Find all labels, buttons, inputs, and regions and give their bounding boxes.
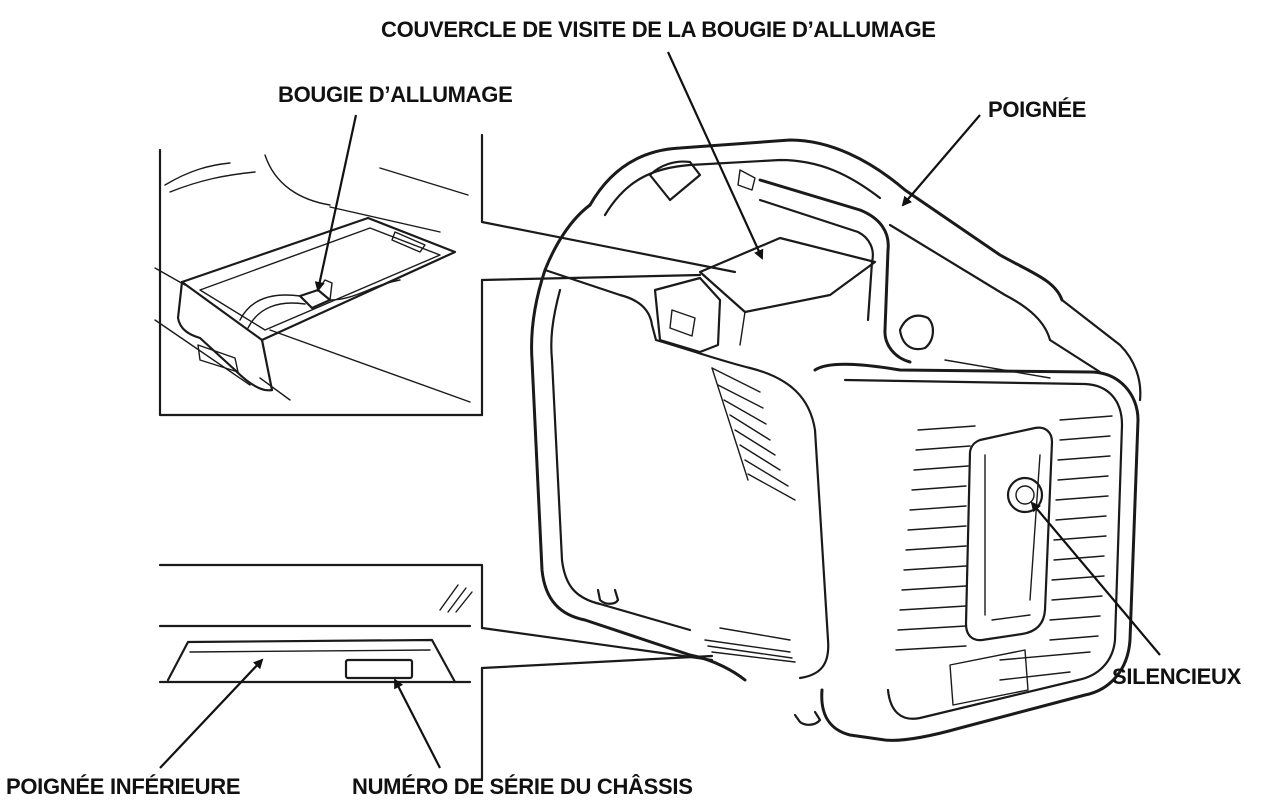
handle-leader [901,114,981,207]
handle-label: POIGNÉE [988,97,1087,122]
lower-handle-leader [159,658,264,769]
lower-handle-label: POIGNÉE INFÉRIEURE [6,774,241,799]
muffler-label: SILENCIEUX [1112,664,1242,689]
serial-leader [394,678,441,769]
lower-handle-inset [158,563,714,782]
generator-body [530,138,1142,742]
cover-leader [666,51,764,260]
spark-plug-inset [154,133,737,417]
frame-serial-label: NUMÉRO DE SÉRIE DU CHÂSSIS [352,774,693,799]
front-grille [895,415,1113,681]
muffler-leader [1030,501,1161,656]
spark-plug-leader [314,114,358,292]
leader-lines [159,51,1161,769]
spark-plug-cover-label: COUVERCLE DE VISITE DE LA BOUGIE D’ALLUM… [381,17,936,42]
spark-plug-label: BOUGIE D’ALLUMAGE [278,82,513,107]
